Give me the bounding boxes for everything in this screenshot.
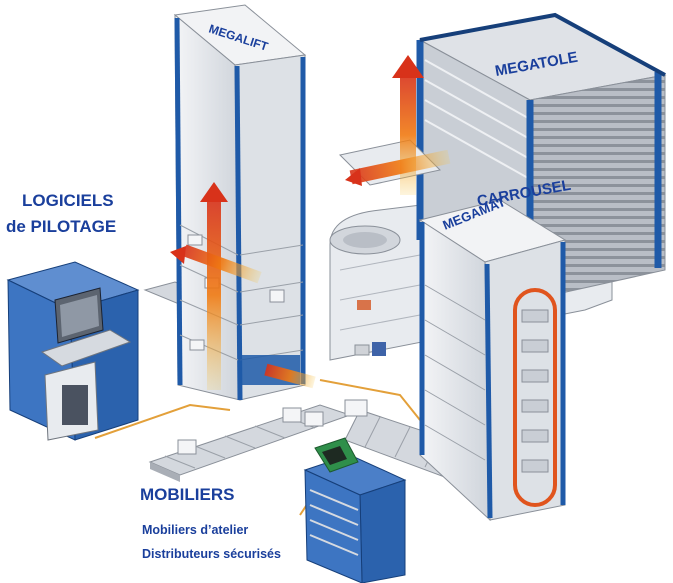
logiciels-label-line1: LOGICIELS (22, 191, 114, 210)
megalift-unit (173, 4, 307, 401)
mobiliers-title: MOBILIERS (140, 485, 234, 504)
orange-arrow-icon (170, 55, 451, 390)
mobiliers-item-atelier: Mobiliers d’atelier (142, 523, 248, 537)
conveyor-boxes (177, 399, 368, 455)
computer-terminal-icon (6, 261, 140, 441)
cabinet-icon (303, 437, 407, 583)
mobiliers-item-distributeurs: Distributeurs sécurisés (142, 547, 281, 561)
logiciels-label-line2: de PILOTAGE (6, 217, 116, 236)
megamat-unit (418, 199, 567, 522)
